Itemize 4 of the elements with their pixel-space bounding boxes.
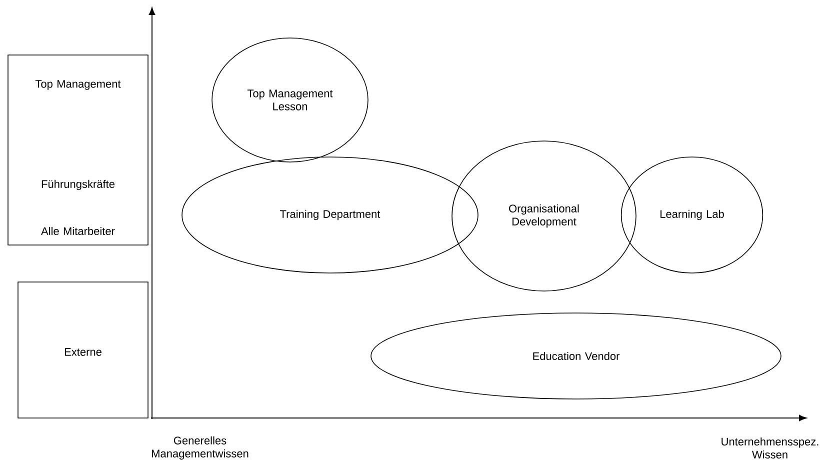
group-box: Top Management Führungskräfte Alle Mitarbeiter — [8, 54, 148, 246]
group-box: Externe — [18, 282, 148, 418]
axis-label: Generelles Managementwissen — [152, 436, 248, 460]
axis-label: Unternehmensspez. Wissen — [722, 437, 818, 459]
